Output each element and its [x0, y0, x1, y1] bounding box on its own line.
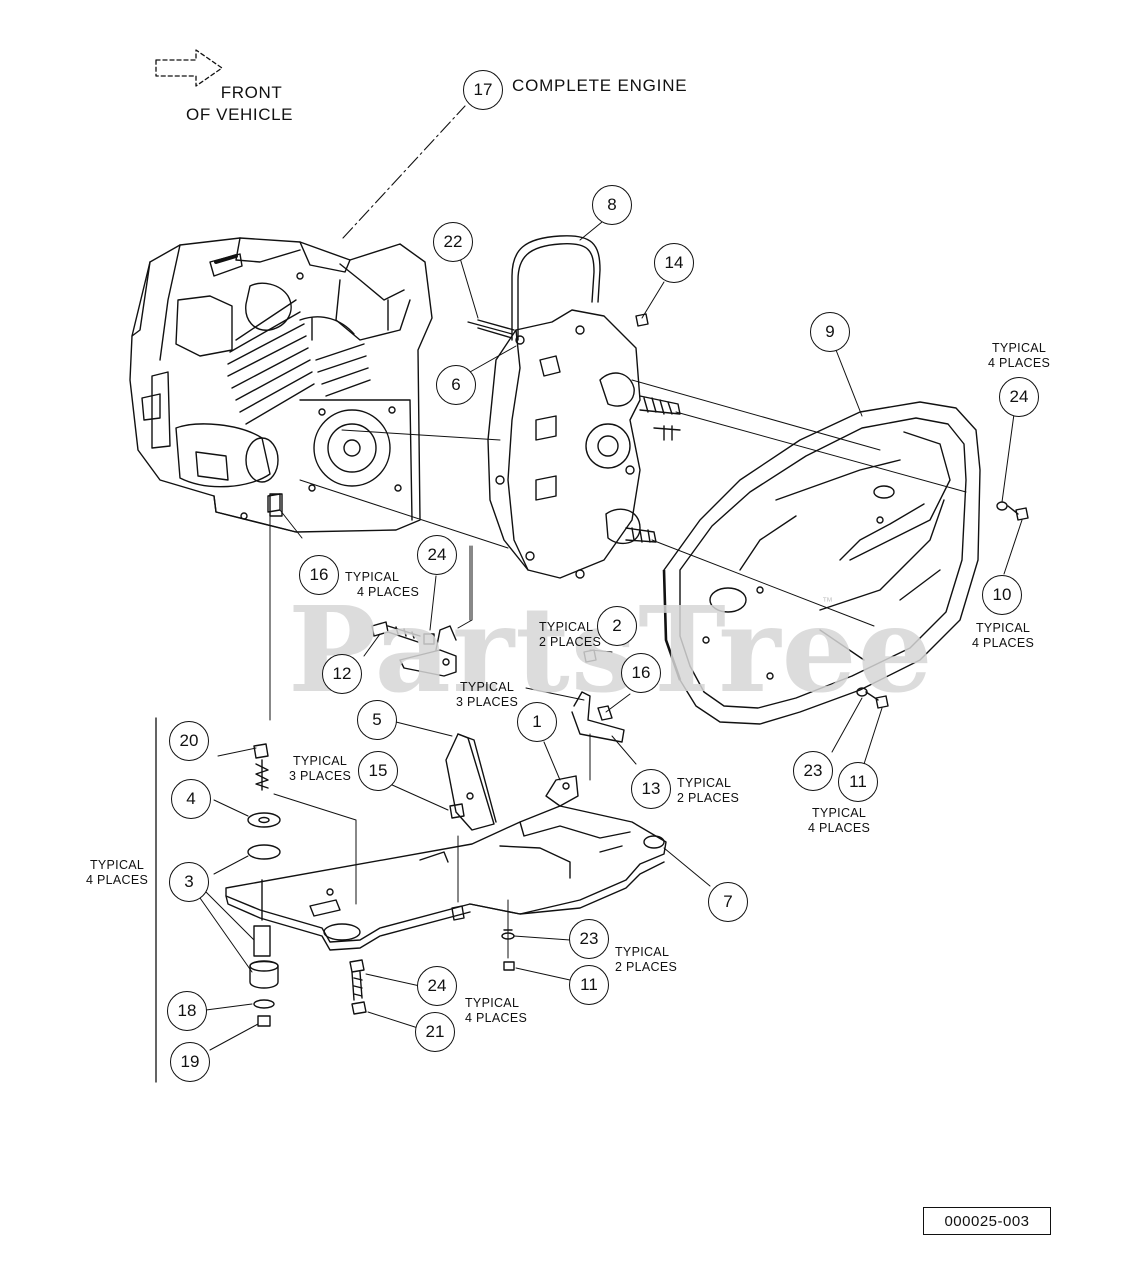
- complete-engine-label: COMPLETE ENGINE: [512, 76, 688, 95]
- callout-14: 14: [654, 243, 694, 283]
- note-line: 2 PLACES: [539, 635, 602, 649]
- callout-22: 22: [433, 222, 473, 262]
- callout-2: 2: [597, 606, 637, 646]
- note-line: TYPICAL: [615, 945, 670, 959]
- front-arrow-icon: [155, 49, 223, 87]
- note-typical-24-top: TYPICAL 4 PLACES: [988, 341, 1050, 371]
- callout-11-right: 11: [838, 762, 878, 802]
- note-line: TYPICAL: [811, 806, 867, 820]
- mounting-plate-drawing: [225, 805, 667, 951]
- note-line: 2 PLACES: [615, 960, 678, 974]
- front-label-line2: OF VEHICLE: [186, 105, 294, 124]
- front-label-line1: FRONT: [220, 83, 283, 102]
- callout-16-engine: 16: [299, 555, 339, 595]
- note-line: 3 PLACES: [289, 769, 352, 783]
- note-typical-24-plate: TYPICAL 4 PLACES: [465, 996, 527, 1026]
- callout-24-top: 24: [999, 377, 1039, 417]
- callout-24-plate: 24: [417, 966, 457, 1006]
- engine-drawing: [129, 237, 433, 533]
- callout-11-plate: 11: [569, 965, 609, 1005]
- callout-4: 4: [171, 779, 211, 819]
- note-typical-24-mid: TYPICAL 3 PLACES: [456, 680, 518, 710]
- note-typical-left: TYPICAL 4 PLACES: [86, 858, 148, 888]
- note-typical-23-right: TYPICAL 4 PLACES: [808, 806, 870, 836]
- callout-15: 15: [358, 751, 398, 791]
- note-typical-23-plate: TYPICAL 2 PLACES: [615, 945, 677, 975]
- note-line: 4 PLACES: [988, 356, 1051, 370]
- note-typical-10: TYPICAL 4 PLACES: [972, 621, 1034, 651]
- note-line: 4 PLACES: [86, 873, 149, 887]
- note-line: 4 PLACES: [972, 636, 1035, 650]
- callout-5: 5: [357, 700, 397, 740]
- note-line: TYPICAL: [677, 776, 732, 790]
- note-line: 3 PLACES: [456, 695, 519, 709]
- callout-20: 20: [169, 721, 209, 761]
- callout-12: 12: [322, 654, 362, 694]
- callout-16-nut: 16: [621, 653, 661, 693]
- note-line: TYPICAL: [459, 680, 515, 694]
- front-of-vehicle-label: FRONT OF VEHICLE: [186, 82, 293, 126]
- note-typical-2: TYPICAL 2 PLACES: [539, 620, 601, 650]
- callout-19: 19: [170, 1042, 210, 1082]
- note-line: 2 PLACES: [677, 791, 740, 805]
- note-line: TYPICAL: [975, 621, 1031, 635]
- callout-18: 18: [167, 991, 207, 1031]
- callout-3: 3: [169, 862, 209, 902]
- callout-10: 10: [982, 575, 1022, 615]
- callout-7: 7: [708, 882, 748, 922]
- note-typical-13: TYPICAL 2 PLACES: [677, 776, 739, 806]
- gearbox-drawing: [487, 309, 681, 579]
- callout-6: 6: [436, 365, 476, 405]
- note-line: TYPICAL: [292, 754, 348, 768]
- note-line: TYPICAL: [465, 996, 520, 1010]
- callout-13: 13: [631, 769, 671, 809]
- note-line: TYPICAL: [539, 620, 594, 634]
- callout-17: 17: [463, 70, 503, 110]
- callout-8: 8: [592, 185, 632, 225]
- note-line: TYPICAL: [89, 858, 145, 872]
- note-line: 4 PLACES: [465, 1011, 528, 1025]
- callout-23-right: 23: [793, 751, 833, 791]
- watermark: PartsTree: [288, 580, 934, 719]
- watermark-trademark: ™: [822, 596, 833, 608]
- figure-id-label: 000025-003: [923, 1207, 1051, 1235]
- callout-21: 21: [415, 1012, 455, 1052]
- callout-9: 9: [810, 312, 850, 352]
- note-line: TYPICAL: [991, 341, 1047, 355]
- callout-24-mid: 24: [417, 535, 457, 575]
- note-line: TYPICAL: [345, 570, 400, 584]
- note-typical-20: TYPICAL 3 PLACES: [289, 754, 351, 784]
- note-line: 4 PLACES: [357, 585, 420, 599]
- note-typical-16: TYPICAL 4 PLACES: [345, 570, 419, 600]
- belt-cover-drawing: [663, 401, 981, 725]
- note-line: 4 PLACES: [808, 821, 871, 835]
- callout-1: 1: [517, 702, 557, 742]
- callout-23-plate: 23: [569, 919, 609, 959]
